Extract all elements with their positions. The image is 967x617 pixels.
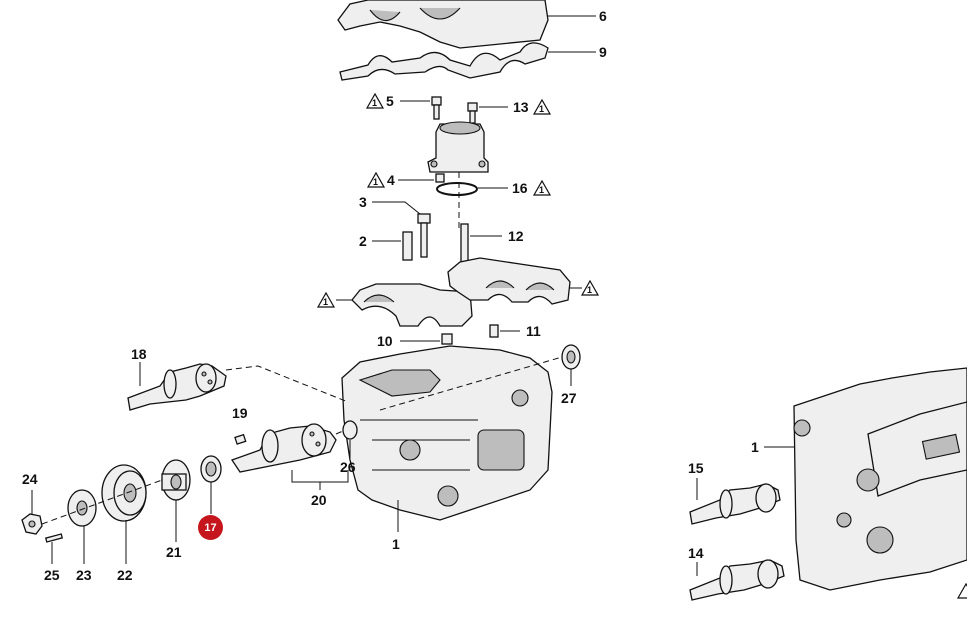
part-27-seal[interactable] (379, 344, 581, 411)
triangle-note-icon: 1 (580, 279, 600, 296)
callout-1-side[interactable]: 1 (751, 439, 759, 455)
part-18-camshaft[interactable] (127, 362, 349, 411)
part-9-gasket[interactable] (339, 42, 596, 81)
callout-17: 17 (204, 521, 217, 534)
callout-19[interactable]: 19 (232, 405, 248, 421)
triangle-note-icon: 1 (316, 291, 336, 308)
callout-24[interactable]: 24 (22, 471, 38, 487)
callout-21[interactable]: 21 (166, 544, 182, 560)
part-20-camshaft[interactable] (230, 423, 351, 490)
triangle-note-icon: 1 (532, 98, 552, 115)
callout-3[interactable]: 3 (359, 194, 367, 210)
part-2-stud[interactable] (372, 231, 413, 261)
callout-12[interactable]: 12 (508, 228, 524, 244)
bearing-caps-right[interactable] (447, 257, 582, 305)
callout-26[interactable]: 26 (340, 459, 356, 475)
callout-14[interactable]: 14 (688, 545, 704, 561)
triangle-note-icon: 1 (532, 179, 552, 196)
callout-13[interactable]: 13 (513, 99, 529, 115)
part-11-dowel[interactable] (489, 324, 520, 338)
part-4-plug[interactable] (398, 173, 445, 183)
callout-27[interactable]: 27 (561, 390, 577, 406)
part-1-cylinder-head[interactable] (341, 345, 553, 532)
callout-10[interactable]: 10 (377, 333, 393, 349)
callout-6[interactable]: 6 (599, 8, 607, 24)
triangle-note-icon (956, 582, 967, 599)
part-23-washer[interactable] (67, 489, 97, 564)
callout-1[interactable]: 1 (392, 536, 400, 552)
svg-text:1: 1 (539, 185, 544, 195)
part-15-camshaft[interactable] (689, 478, 781, 525)
svg-text:1: 1 (539, 104, 544, 114)
part-21-hub[interactable] (161, 459, 191, 542)
svg-text:1: 1 (372, 98, 377, 108)
highlight-badge-icon[interactable]: 17 (198, 515, 223, 540)
part-10-dowel[interactable] (400, 333, 453, 345)
callout-5[interactable]: 5 (386, 93, 394, 109)
part-6-cover[interactable] (337, 0, 596, 49)
callout-20[interactable]: 20 (311, 492, 327, 508)
part-22-sprocket[interactable] (101, 464, 147, 564)
part-19-key[interactable] (234, 433, 247, 445)
callout-22[interactable]: 22 (117, 567, 133, 583)
svg-text:1: 1 (587, 285, 592, 295)
bearing-caps-left[interactable] (336, 283, 473, 327)
part-24-nut[interactable] (21, 479, 163, 535)
cylinder-head-side-view[interactable] (764, 367, 967, 591)
callout-18[interactable]: 18 (131, 346, 147, 362)
part-5-bolt[interactable] (400, 96, 442, 120)
callout-2[interactable]: 2 (359, 233, 367, 249)
callout-23[interactable]: 23 (76, 567, 92, 583)
callout-25[interactable]: 25 (44, 567, 60, 583)
svg-text:1: 1 (323, 297, 328, 307)
callout-15[interactable]: 15 (688, 460, 704, 476)
part-25-bolt[interactable] (44, 533, 64, 564)
callout-9[interactable]: 9 (599, 44, 607, 60)
part-3-bolt[interactable] (372, 201, 431, 258)
triangle-note-icon: 1 (366, 171, 386, 188)
callout-4[interactable]: 4 (387, 172, 395, 188)
part-16-o-ring[interactable] (436, 182, 508, 196)
callout-11[interactable]: 11 (526, 323, 541, 339)
part-14-camshaft[interactable] (689, 559, 785, 601)
part-26-ring[interactable] (342, 420, 358, 458)
housing-part[interactable] (427, 121, 489, 230)
triangle-note-icon: 1 (365, 92, 385, 109)
part-17-seal[interactable] (200, 455, 222, 514)
svg-text:1: 1 (373, 177, 378, 187)
part-13-bolt[interactable] (467, 102, 508, 124)
callout-16[interactable]: 16 (512, 180, 528, 196)
